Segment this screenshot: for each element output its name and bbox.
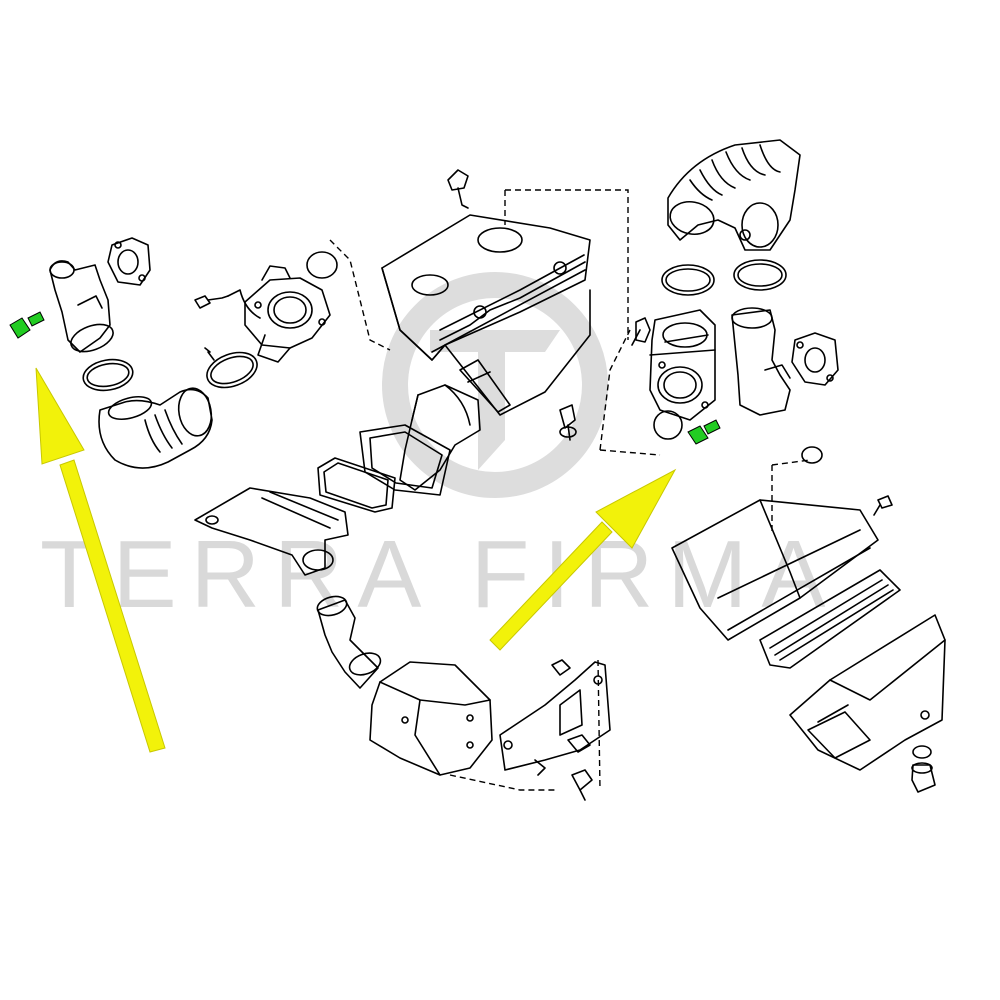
- dashed-assembly-lines: [329, 189, 811, 791]
- center-lower-bolt: [559, 404, 577, 441]
- right-bottom-grommet: [911, 745, 936, 793]
- center-bracket-duct: [194, 487, 349, 576]
- right-top-hose: [667, 139, 801, 251]
- right-clip: [873, 495, 893, 516]
- bottom-intake-hose: [316, 595, 382, 689]
- left-clamp-1: [82, 358, 134, 392]
- right-arrow: [489, 468, 677, 651]
- bottom-bolts: [534, 659, 593, 801]
- right-elbow-tube: [731, 307, 791, 416]
- center-airbox: [381, 214, 591, 416]
- left-bolt: [9, 311, 45, 339]
- center-top-bolt: [447, 169, 469, 209]
- left-clamp-2: [204, 347, 258, 389]
- center-duct-1: [399, 384, 481, 491]
- right-airbox-bottom: [789, 614, 946, 771]
- left-small-bolt: [194, 289, 261, 319]
- right-maf-housing: [649, 309, 716, 421]
- right-bolt: [687, 419, 721, 445]
- right-filter-element: [759, 569, 901, 669]
- center-duct-3: [317, 457, 396, 513]
- left-hose: [98, 387, 213, 469]
- right-sensor: [631, 317, 651, 346]
- left-elbow-tube: [49, 260, 114, 353]
- left-gasket: [107, 237, 151, 286]
- right-airbox-top: [671, 446, 879, 641]
- left-throttle-body: [244, 265, 331, 363]
- bottom-mount-bracket: [499, 661, 611, 771]
- bottom-resonator-box: [369, 661, 493, 776]
- right-grommet: [653, 410, 683, 440]
- left-grommet: [306, 251, 338, 279]
- right-clamps: [661, 259, 787, 296]
- center-duct-2: [359, 424, 451, 496]
- left-arrow: [35, 367, 166, 753]
- right-gasket: [791, 332, 839, 386]
